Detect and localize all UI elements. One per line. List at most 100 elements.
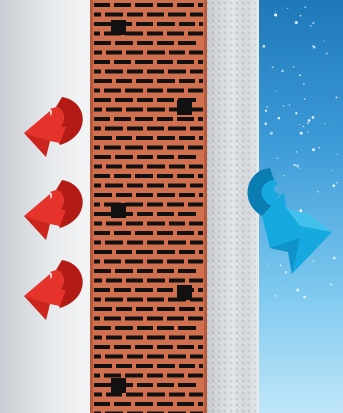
brick-cavity <box>94 184 101 188</box>
brick-cavity <box>94 51 102 55</box>
brick-cavity <box>94 165 102 169</box>
brick-cavity <box>94 117 110 121</box>
brick-cavity <box>147 70 164 74</box>
brick-square-cavity <box>177 285 192 300</box>
brick-cavity <box>177 402 194 406</box>
brick-cavity <box>157 174 173 178</box>
brick-cavity <box>179 307 195 311</box>
brick-cavity <box>104 146 121 150</box>
snow-particle <box>303 296 305 298</box>
brick-cavity <box>137 98 153 102</box>
brick-cavity <box>94 212 111 216</box>
brick-cavity <box>125 374 143 378</box>
brick-cavity <box>94 393 102 397</box>
brick-cavity <box>135 288 153 292</box>
brick-cavity <box>188 32 203 36</box>
brick-cavity <box>178 155 196 159</box>
brick-cavity <box>136 193 153 197</box>
brick-cavity <box>198 288 203 292</box>
brick-cavity <box>135 174 153 178</box>
brick-cavity <box>114 3 131 7</box>
snow-particle <box>274 13 277 16</box>
brick-cavity <box>177 3 194 7</box>
brick-cavity <box>116 79 132 83</box>
brick-cavity <box>157 345 173 349</box>
brick-cavity <box>115 269 133 273</box>
brick-cavity <box>94 288 110 292</box>
snow-particle <box>317 191 319 193</box>
brick-cavity <box>125 260 143 264</box>
brick-edge-right <box>204 0 207 413</box>
brick-cavity <box>157 250 175 254</box>
brick-cavity <box>188 260 203 264</box>
brick-cavity <box>114 402 131 406</box>
brick-cavity <box>168 241 186 245</box>
snow-particle <box>336 182 338 184</box>
brick-cavity <box>94 193 112 197</box>
brick-cavity <box>127 184 143 188</box>
snow-particle <box>295 21 298 24</box>
snow-particle <box>276 91 277 92</box>
brick-cavity <box>114 117 131 121</box>
snow-particle <box>278 117 281 120</box>
brick-cavity <box>94 298 101 302</box>
brick-cavity <box>94 345 110 349</box>
snow-particle <box>313 260 315 262</box>
brick-cavity <box>199 193 203 197</box>
brick-cavity <box>126 393 143 397</box>
brick-cavity <box>147 203 163 207</box>
brick-cavity <box>114 60 131 64</box>
brick-cavity <box>135 3 153 7</box>
brick-cavity <box>94 307 112 311</box>
brick-cavity <box>198 402 203 406</box>
snow-particle <box>283 105 285 107</box>
snow-particle <box>308 119 311 122</box>
brick-cavity <box>188 374 203 378</box>
brick-cavity <box>188 89 203 93</box>
brick-cavity <box>135 231 153 235</box>
snow-particle <box>312 148 315 151</box>
brick-cavity <box>106 222 122 226</box>
brick-cavity <box>94 279 102 283</box>
brick-cavity <box>115 155 133 159</box>
brick-cavity <box>94 355 101 359</box>
brick-cavity <box>106 279 122 283</box>
brick-cavity <box>114 174 131 178</box>
brick-cavity <box>105 355 123 359</box>
brick-cavity <box>105 184 123 188</box>
brick-cavity <box>135 117 153 121</box>
brick-cavity <box>199 22 203 26</box>
brick-cavity <box>178 269 196 273</box>
brick-cavity <box>147 89 163 93</box>
brick-edge-left <box>90 0 93 413</box>
snow-particle <box>296 289 299 292</box>
brick-cavity <box>157 22 175 26</box>
brick-cavity <box>136 22 153 26</box>
brick-cavity <box>94 326 111 330</box>
brick-cavity <box>169 165 185 169</box>
brick-cavity <box>147 13 164 17</box>
brick-cavity <box>199 250 203 254</box>
brick-cavity <box>198 3 203 7</box>
brick-cavity <box>116 193 132 197</box>
snow-particle <box>287 8 288 9</box>
snow-particle <box>296 151 297 152</box>
brick-cavity <box>147 298 164 302</box>
brick-cavity <box>167 32 184 36</box>
brick-cavity <box>190 355 203 359</box>
brick-cavity <box>169 279 185 283</box>
brick-cavity <box>105 298 123 302</box>
brick-cavity <box>179 22 195 26</box>
brick-square-cavity <box>111 20 126 35</box>
brick-cavity <box>147 51 165 55</box>
brick-cavity <box>177 174 194 178</box>
brick-cavity <box>147 393 165 397</box>
brick-cavity <box>94 127 101 131</box>
snow-particle <box>293 164 295 166</box>
brick-cavity <box>147 260 163 264</box>
brick-cavity <box>157 269 174 273</box>
brick-cavity <box>147 355 164 359</box>
brick-cavity <box>189 393 203 397</box>
brick-cavity <box>177 117 194 121</box>
snow-particle <box>267 264 268 265</box>
